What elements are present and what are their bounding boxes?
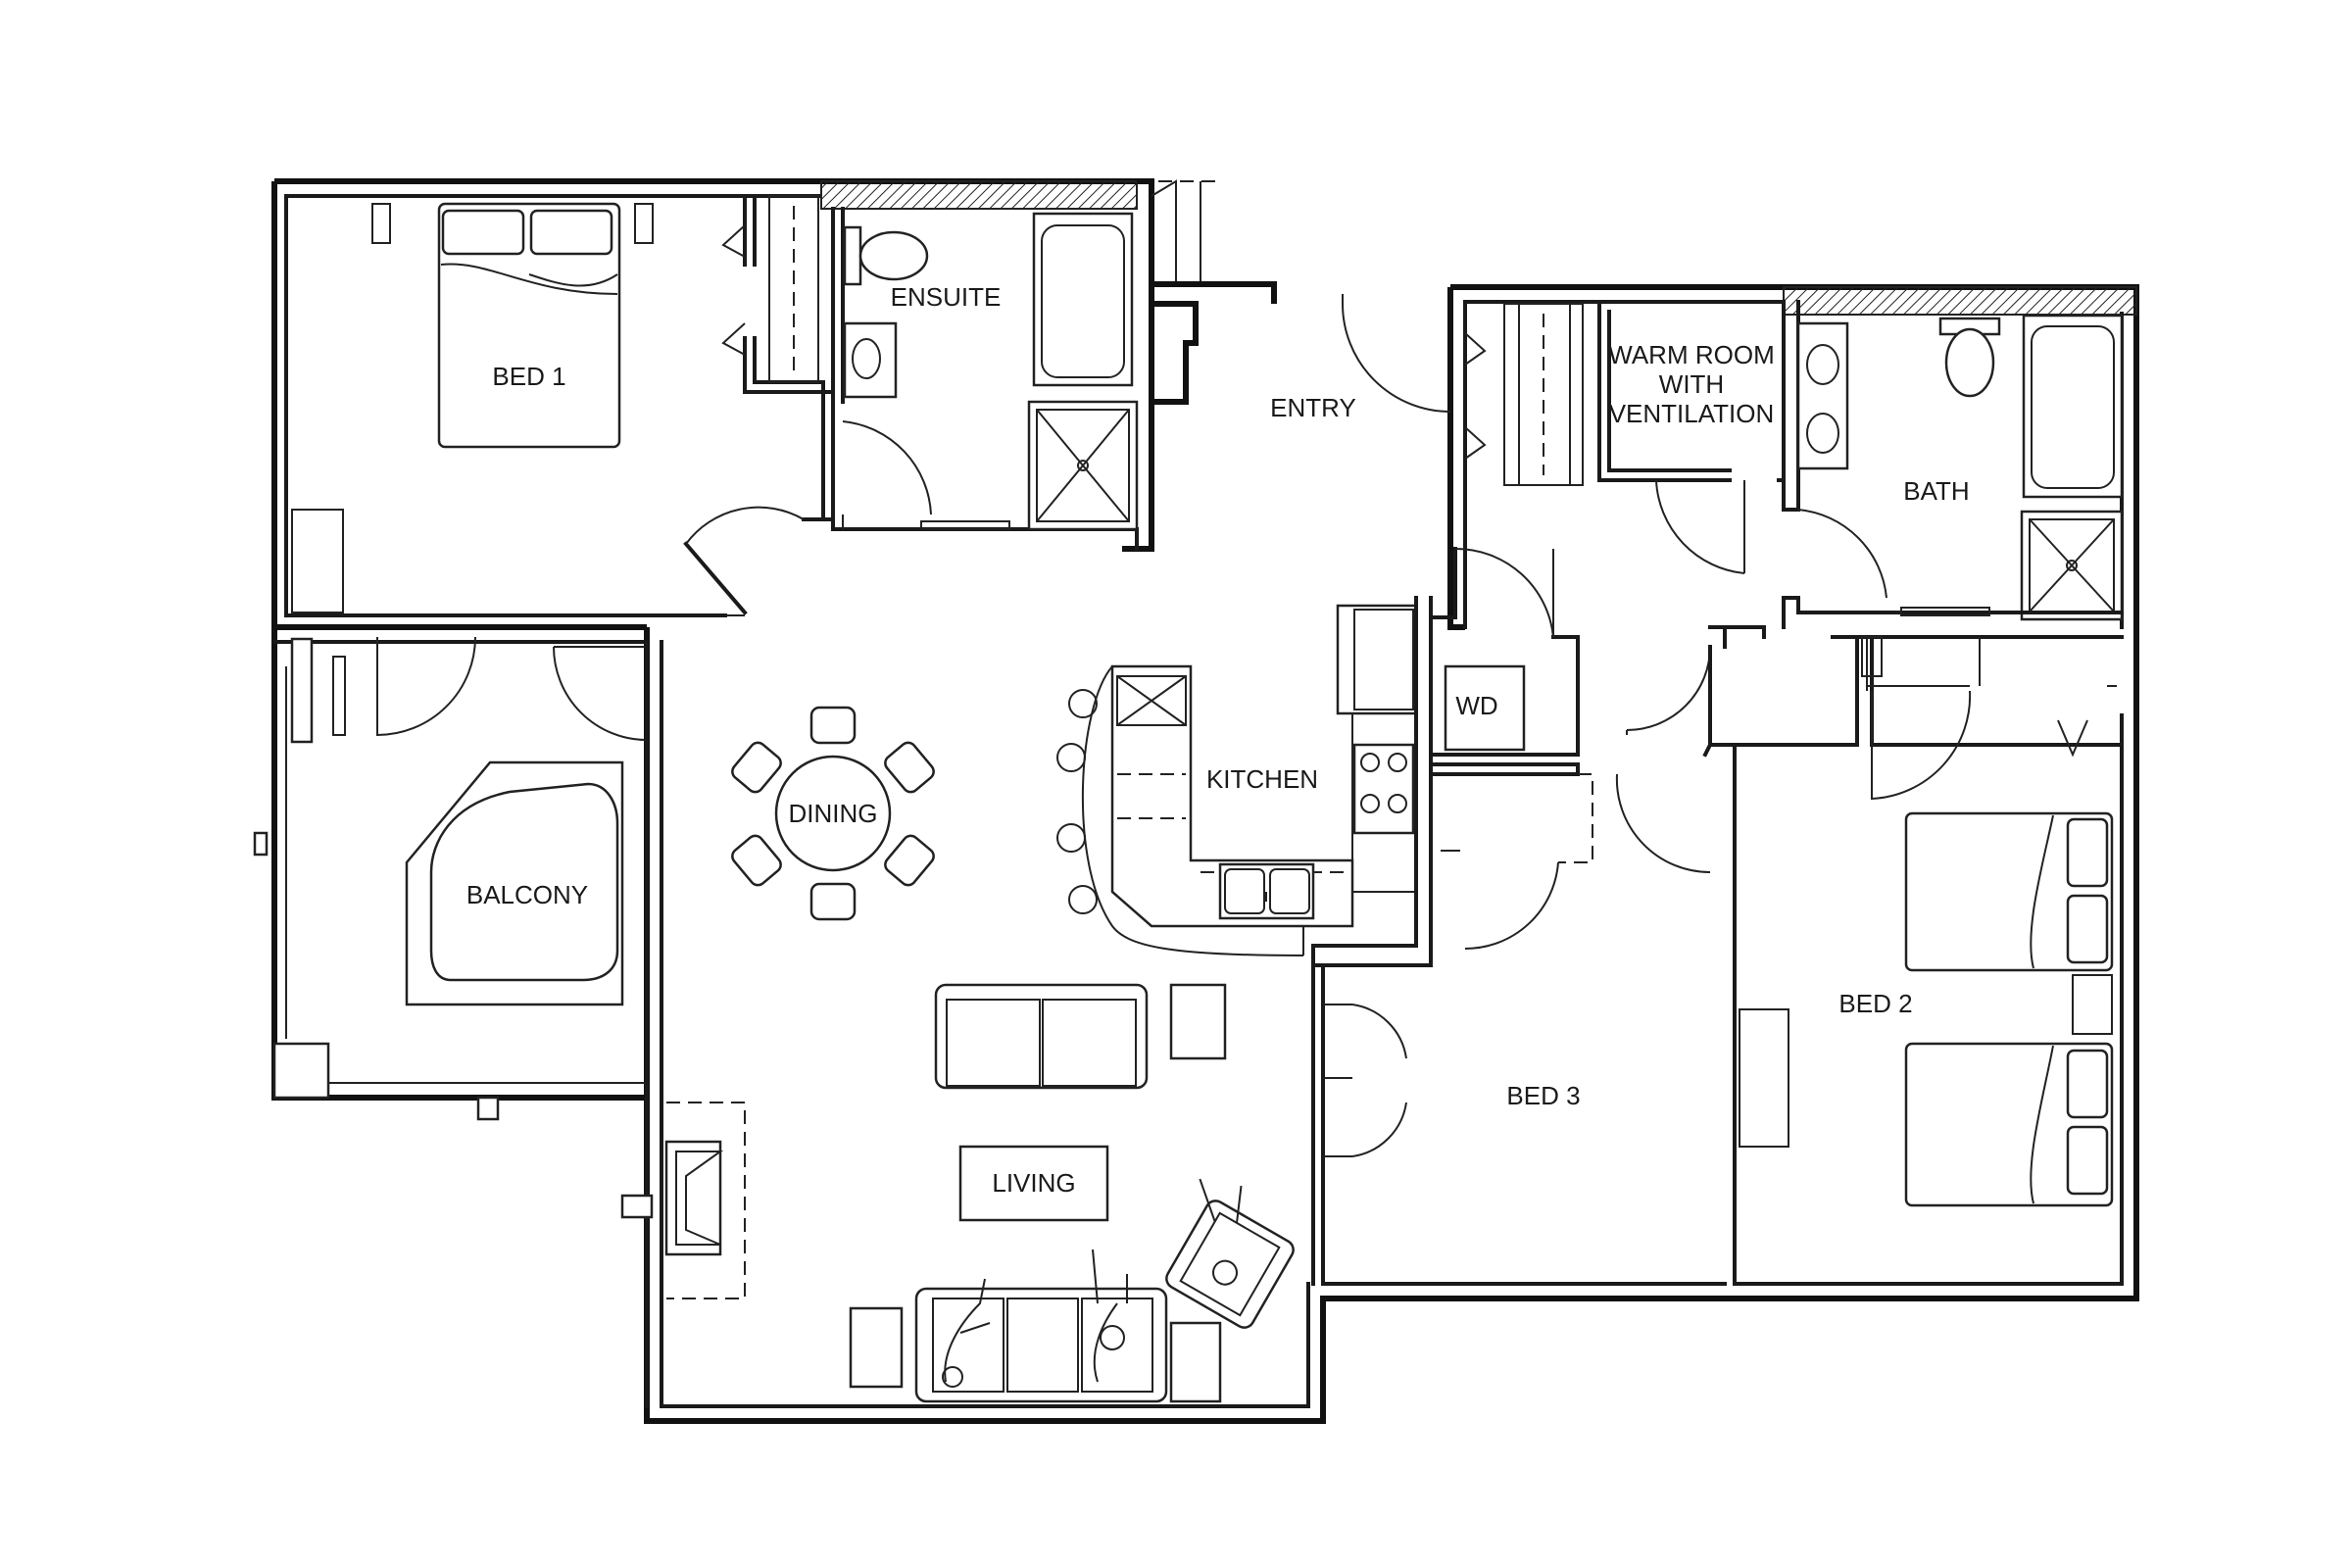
bed2-room: BED 2 bbox=[1723, 625, 2124, 1207]
living-room: LIVING bbox=[620, 640, 1295, 1408]
balcony-area: BALCONY bbox=[272, 636, 649, 1100]
warm-room: WARM ROOM WITH VENTILATION bbox=[1463, 300, 1786, 629]
bed2-label: BED 2 bbox=[1838, 989, 1912, 1018]
wd-label: WD bbox=[1455, 691, 1497, 720]
kitchen-room: KITCHEN bbox=[1056, 596, 1433, 1286]
living-label: LIVING bbox=[992, 1168, 1075, 1198]
dining-area: DINING bbox=[731, 706, 935, 921]
bed3-label: BED 3 bbox=[1506, 1081, 1580, 1110]
dining-label: DINING bbox=[789, 799, 878, 828]
bed1-room: BED 1 bbox=[291, 194, 1139, 617]
entry-label: ENTRY bbox=[1270, 393, 1356, 422]
entry-area: ENTRY bbox=[1270, 294, 1451, 422]
bath-room: BATH bbox=[1782, 300, 2124, 629]
warm-room-line1: WARM ROOM bbox=[1608, 340, 1774, 369]
ensuite-room: ENSUITE bbox=[831, 207, 1139, 531]
wd-closet: WD bbox=[1429, 547, 1737, 1286]
bath-label: BATH bbox=[1903, 476, 1969, 506]
warm-room-line2: WITH bbox=[1659, 369, 1724, 399]
ensuite-label: ENSUITE bbox=[891, 282, 1002, 312]
bed1-label: BED 1 bbox=[492, 362, 565, 391]
corridor-doors bbox=[1626, 625, 1727, 747]
bed3-room: BED 3 bbox=[1311, 944, 1727, 1286]
warm-room-line3: VENTILATION bbox=[1609, 399, 1775, 428]
balcony-label: BALCONY bbox=[466, 880, 588, 909]
dining-chairs bbox=[731, 706, 935, 921]
kitchen-label: KITCHEN bbox=[1206, 764, 1318, 794]
